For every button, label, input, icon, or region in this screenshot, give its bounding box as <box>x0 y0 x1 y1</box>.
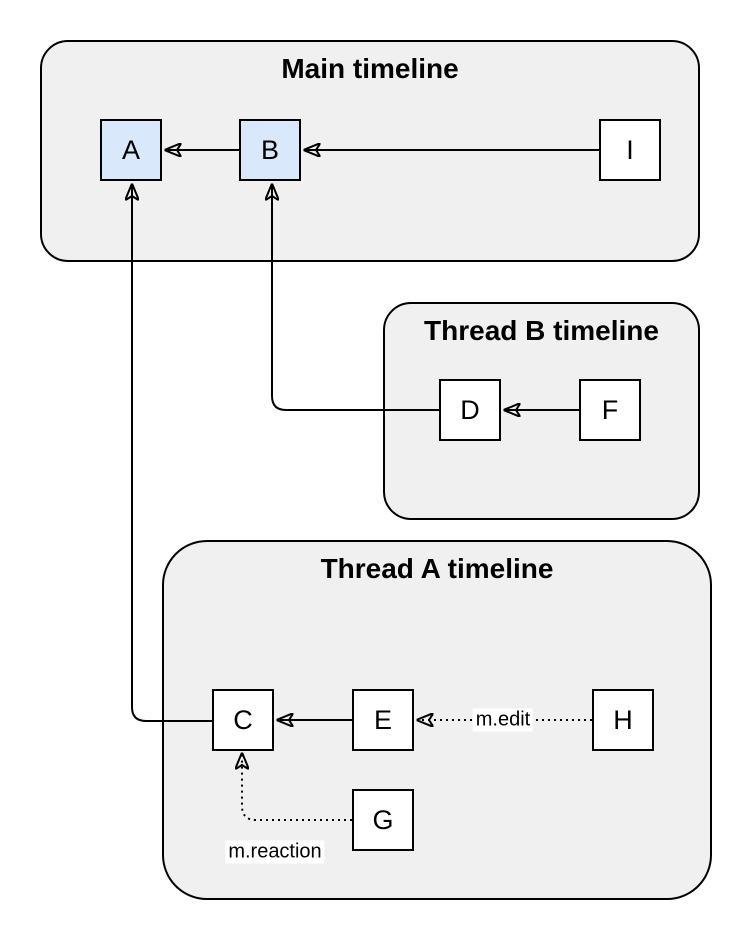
node-h: H <box>592 689 654 751</box>
node-h-label: H <box>613 704 633 735</box>
node-c: C <box>212 689 274 751</box>
node-e-label: E <box>373 704 392 735</box>
node-b: B <box>239 119 301 181</box>
thread-b-timeline-title: Thread B timeline <box>424 315 659 346</box>
node-i: I <box>599 119 661 181</box>
node-g: G <box>352 789 414 851</box>
node-f-label: F <box>601 394 619 425</box>
thread-a-timeline-title: Thread A timeline <box>320 553 554 584</box>
node-c-label: C <box>233 704 253 735</box>
node-a: A <box>100 119 162 181</box>
node-b-label: B <box>260 134 279 165</box>
node-a-label: A <box>121 134 140 165</box>
main-timeline-title: Main timeline <box>281 53 459 84</box>
thread-b-timeline-container: Thread B timeline <box>383 302 700 520</box>
node-g-label: G <box>372 804 394 835</box>
edge-label-m-reaction: m.reaction <box>225 840 325 864</box>
node-d-label: D <box>460 394 480 425</box>
node-e: E <box>352 689 414 751</box>
node-i-label: I <box>626 134 634 165</box>
node-f: F <box>579 379 641 441</box>
node-d: D <box>439 379 501 441</box>
edge-label-m-edit: m.edit <box>472 708 534 732</box>
